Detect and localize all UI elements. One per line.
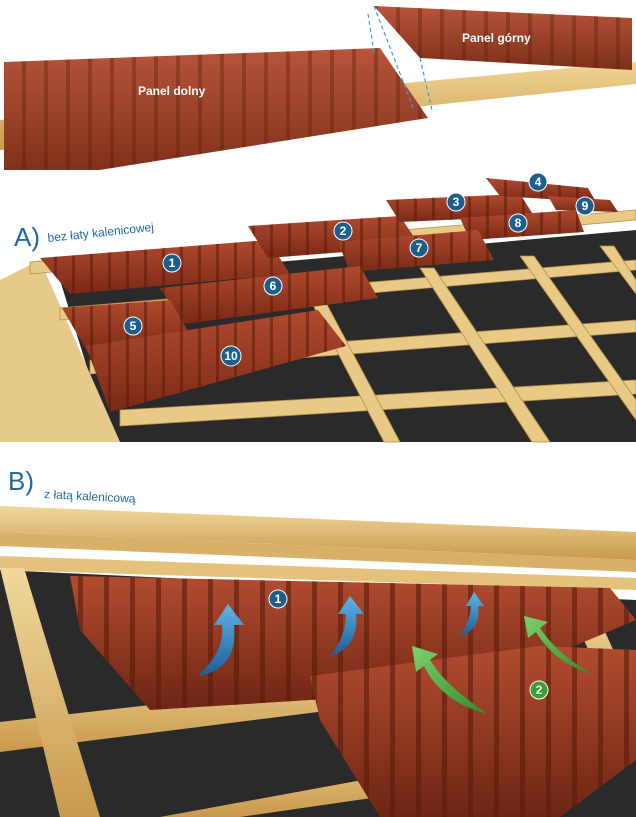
svg-text:1: 1	[275, 592, 282, 606]
tile-sheets	[40, 178, 618, 412]
svg-text:2: 2	[536, 683, 543, 697]
guide-line	[419, 57, 433, 111]
ridge-board	[0, 506, 636, 560]
svg-text:8: 8	[515, 216, 522, 230]
svg-text:3: 3	[453, 195, 460, 209]
badge-7: 7	[409, 238, 429, 258]
airflow-arrows-green	[412, 616, 592, 714]
badge-5: 5	[123, 316, 143, 336]
svg-text:9: 9	[582, 199, 589, 213]
badge-1: 1	[268, 589, 288, 609]
section-a-caption: bez łaty kalenicowej	[47, 220, 155, 245]
panel-overlap-svg: Panel dolny Panel górny	[0, 5, 636, 180]
guide-line	[373, 5, 415, 111]
air-out-arrow-icon	[330, 596, 364, 656]
ridge-board-edge	[0, 532, 636, 572]
upper-panel-label: Panel górny	[462, 31, 531, 45]
air-in-arrow-icon	[524, 616, 592, 674]
section-b-illustration: B) z łatą kalenicową 1 2	[0, 460, 636, 817]
badge-2: 2	[333, 221, 353, 241]
section-b-caption: z łatą kalenicową	[44, 487, 136, 506]
airflow-arrows-blue	[198, 592, 484, 676]
section-a-svg: A) bez łaty kalenicowej 1 2 3 4 5 6 7 8 …	[0, 172, 636, 443]
section-a-letter: A)	[14, 222, 40, 252]
section-a-illustration: A) bez łaty kalenicowej 1 2 3 4 5 6 7 8 …	[0, 170, 636, 452]
svg-text:2: 2	[340, 224, 347, 238]
badge-10: 10	[220, 345, 242, 367]
air-out-arrow-icon	[460, 592, 484, 636]
badge-9: 9	[575, 196, 595, 216]
svg-text:1: 1	[169, 256, 176, 270]
panel-overlap-illustration: Panel dolny Panel górny	[0, 0, 636, 182]
guide-line	[367, 13, 375, 53]
air-out-arrow-icon	[198, 604, 244, 676]
badge-6: 6	[263, 276, 283, 296]
svg-text:7: 7	[416, 241, 423, 255]
badge-8: 8	[508, 213, 528, 233]
air-in-arrow-icon	[412, 646, 488, 714]
section-b-svg: B) z łatą kalenicową 1 2	[0, 466, 636, 817]
gable-wood	[0, 260, 120, 442]
badge-1: 1	[162, 253, 182, 273]
svg-text:6: 6	[270, 279, 277, 293]
badge-4: 4	[528, 172, 548, 192]
svg-text:4: 4	[535, 175, 542, 189]
svg-text:10: 10	[224, 349, 238, 363]
section-b-letter: B)	[8, 466, 34, 496]
lower-panel-label: Panel dolny	[138, 84, 206, 98]
badge-3: 3	[446, 192, 466, 212]
badge-2: 2	[529, 680, 549, 700]
section-a-badges: 1 2 3 4 5 6 7 8 9 10	[123, 172, 595, 367]
svg-text:5: 5	[130, 319, 137, 333]
